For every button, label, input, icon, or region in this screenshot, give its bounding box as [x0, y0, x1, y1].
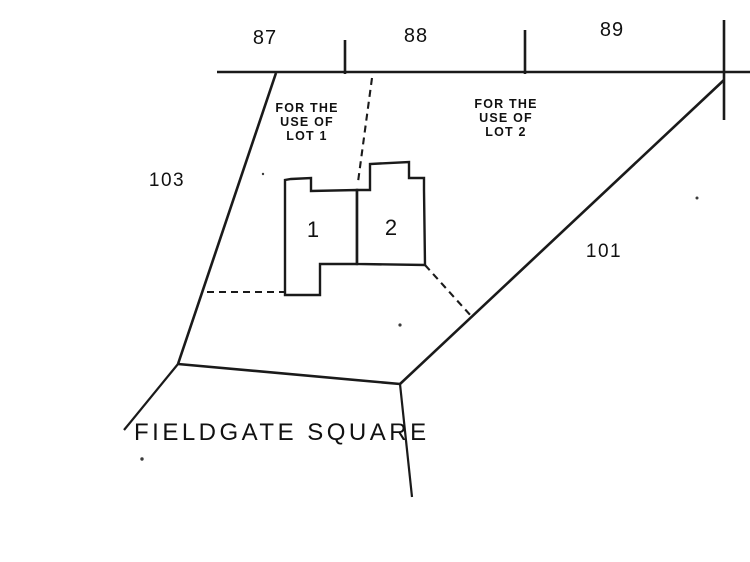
parcel-number-87: 87 [253, 27, 277, 49]
street-name-label: FIELDGATE SQUARE [134, 419, 430, 446]
dashed-division-lines [207, 77, 473, 318]
lot-1-use-note-line-3: LOT 1 [286, 129, 327, 143]
unit-1-footprint [283, 176, 359, 297]
front-boundary-line [177, 362, 401, 386]
lot-1-use-note: FOR THE USE OF LOT 1 [275, 101, 338, 143]
right-side-boundary-line [399, 79, 725, 385]
scan-speck [140, 457, 144, 461]
scan-speck [261, 172, 265, 176]
lot-2-use-note-line-3: LOT 2 [485, 125, 526, 139]
parcel-number-89: 89 [600, 19, 624, 41]
parcel-number-103: 103 [149, 170, 185, 191]
boundary-lines [123, 70, 750, 498]
use-notes: FOR THE USE OF LOT 1 FOR THE USE OF LOT … [275, 97, 537, 143]
unit-2-footprint [355, 160, 427, 267]
left-side-boundary-line [176, 72, 278, 365]
parcel-number-labels: 87 88 89 103 101 [149, 19, 624, 262]
lot-2-use-note-line-1: FOR THE [474, 97, 537, 111]
unit-number-2: 2 [385, 215, 397, 240]
unit-number-labels: 1 2 [307, 215, 397, 242]
boundary-tick-marks [343, 20, 726, 120]
scan-artifacts [140, 172, 699, 461]
dashed-line-right-division [424, 264, 473, 318]
lot-2-use-note-line-2: USE OF [479, 111, 533, 125]
lot-2-use-note: FOR THE USE OF LOT 2 [474, 97, 537, 139]
bottom-spur-line [398, 383, 414, 498]
lot-1-use-note-line-2: USE OF [280, 115, 334, 129]
building-footprint [283, 160, 427, 297]
scan-speck [695, 196, 699, 200]
parcel-number-101: 101 [586, 241, 622, 262]
unit-number-1: 1 [307, 217, 319, 242]
lot-1-use-note-line-1: FOR THE [275, 101, 338, 115]
left-kerb-line [123, 363, 179, 431]
dashed-line-rear-division [356, 77, 374, 183]
parcel-number-88: 88 [404, 25, 428, 47]
scan-speck [398, 323, 402, 327]
